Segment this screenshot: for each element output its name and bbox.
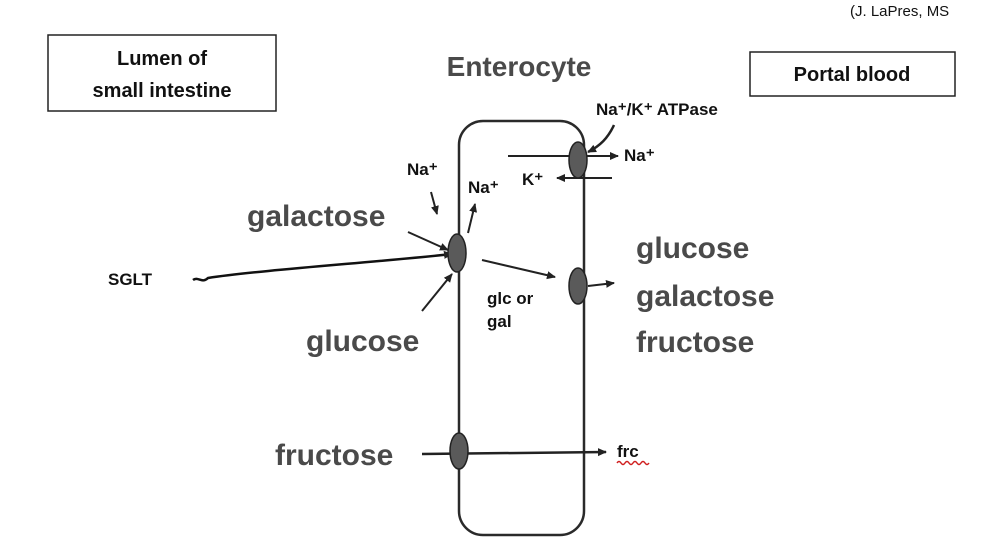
na-k-atpase-transporter [568, 141, 588, 179]
sglt-label: SGLT [108, 270, 153, 289]
galactose-arrow [407, 231, 449, 251]
sglt-transporter [447, 233, 467, 273]
glucose-lumen-label: glucose [306, 325, 419, 358]
atpase-pointer-arrow [587, 124, 616, 154]
na-in-arrow [430, 191, 439, 215]
portal-blood-label: Portal blood [794, 64, 911, 86]
spellcheck-squiggle [616, 460, 650, 466]
glucose-arrow [421, 273, 453, 312]
na-in-label: Na⁺ [407, 160, 438, 179]
product-galactose-label: galactose [636, 280, 774, 313]
lumen-label-line1: Lumen of [117, 48, 207, 70]
basolateral-transporter [568, 267, 588, 305]
fructose-lumen-label: fructose [275, 439, 393, 472]
sglt-pointer-line [192, 250, 453, 282]
enterocyte-cell [457, 119, 586, 537]
product-glucose-label: glucose [636, 232, 749, 265]
na-released-arrow [467, 203, 478, 234]
na-released-label: Na⁺ [468, 178, 499, 197]
lumen-box [47, 34, 277, 112]
enterocyte-title: Enterocyte [447, 51, 592, 82]
na-k-atpase-label: Na⁺/K⁺ ATPase [596, 100, 718, 119]
glc-gal-label-line1: glc or [487, 289, 534, 308]
glc-gal-label-line2: gal [487, 312, 512, 331]
basolateral-exit-arrow [587, 279, 615, 288]
na-out-label: Na⁺ [624, 146, 655, 165]
glc-gal-transit-arrow [481, 259, 556, 280]
product-fructose-label: fructose [636, 326, 754, 359]
portal-blood-box [749, 51, 956, 97]
credit-text: (J. LaPres, MS [850, 3, 949, 20]
k-in-label: K⁺ [522, 170, 543, 189]
lumen-label-line2: small intestine [93, 80, 232, 102]
frc-label: frc [617, 442, 639, 461]
galactose-lumen-label: galactose [247, 200, 385, 233]
fructose-transporter [449, 432, 469, 470]
